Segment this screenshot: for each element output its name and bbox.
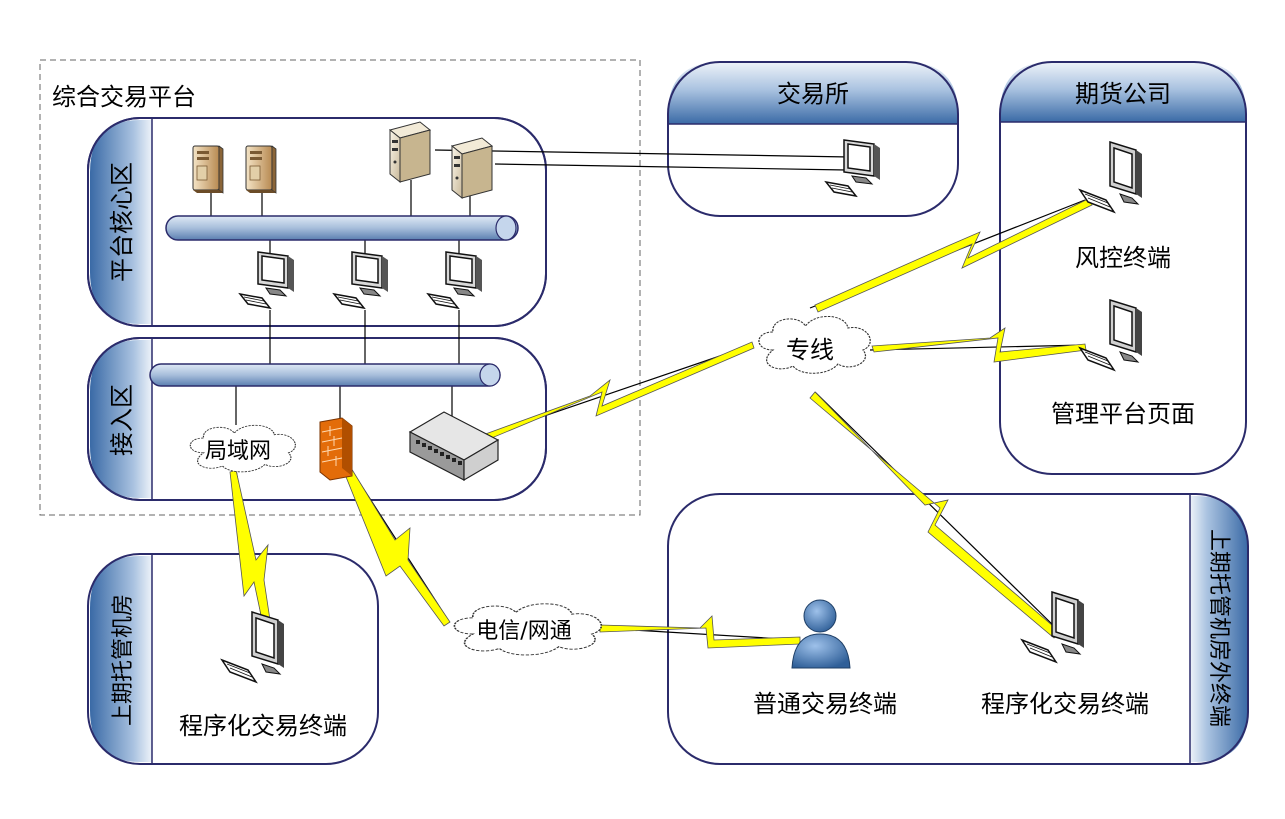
- switch-icon: [408, 411, 500, 482]
- firewall-icon: [319, 417, 353, 481]
- shfe-in-room-box: 上期托管机房 程序化交易终端: [87, 553, 379, 765]
- shfe-outside-title: 上期托管机房外终端: [1206, 529, 1231, 727]
- platform-title: 综合交易平台: [52, 83, 196, 111]
- admin-page-label: 管理平台页面: [1051, 400, 1195, 428]
- program-terminal-label: 程序化交易终端: [981, 690, 1149, 718]
- computer-icon: [1079, 299, 1143, 371]
- normal-terminal-label: 普通交易终端: [753, 690, 897, 718]
- access-zone-label: 接入区: [108, 384, 136, 456]
- server-icon: [451, 137, 493, 199]
- dedicated-line-label: 专线: [786, 336, 834, 364]
- futures-company-title: 期货公司: [1075, 80, 1171, 108]
- core-bus: [165, 215, 519, 241]
- access-zone: 接入区: [87, 337, 547, 501]
- computer-icon: [1079, 141, 1143, 213]
- core-zone-label: 平台核心区: [108, 162, 136, 282]
- server-icon: [245, 145, 277, 194]
- cloud-icon: 专线: [758, 315, 871, 374]
- risk-terminal-label: 风控终端: [1075, 244, 1171, 272]
- platform-boundary: [39, 59, 641, 516]
- shfe-in-room-title: 上期托管机房: [111, 594, 136, 726]
- server-icon: [192, 145, 224, 194]
- shfe-in-room-terminal-label: 程序化交易终端: [179, 712, 347, 740]
- lightning-link: [229, 197, 1093, 649]
- cloud-icon: 局域网: [189, 424, 296, 473]
- shfe-outside-box: 上期托管机房外终端 普通交易终端 程序化交易终端: [667, 493, 1249, 765]
- user-icon: [791, 599, 851, 669]
- telecom-label: 电信/网通: [476, 619, 571, 644]
- lan-label: 局域网: [205, 439, 271, 464]
- access-bus: [149, 363, 501, 387]
- computer-icon: [1021, 591, 1085, 663]
- server-icon: [389, 121, 431, 183]
- exchange-title: 交易所: [777, 80, 849, 108]
- cloud-icon: 电信/网通: [453, 602, 603, 656]
- exchange-box: 交易所: [667, 61, 959, 217]
- computer-icon: [221, 611, 285, 683]
- futures-company-box: 期货公司 风控终端 管理平台页面: [999, 61, 1247, 475]
- computer-icon: [825, 139, 881, 197]
